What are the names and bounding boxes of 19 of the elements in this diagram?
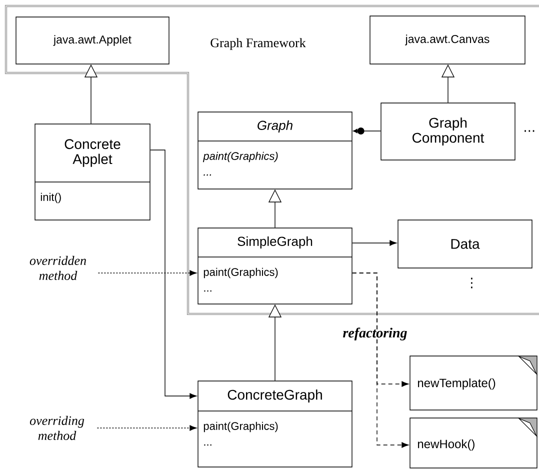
annotation-text: overriding method: [30, 416, 84, 440]
class-box: Data ⋮: [398, 220, 532, 288]
class-box: ConcreteGraph paint(Graphics) ...: [198, 380, 352, 468]
class-box: Graph Component ...: [380, 102, 534, 160]
dashed-arrow: [96, 425, 197, 431]
class-box: Graph paint(Graphics) ...: [198, 112, 352, 190]
dashed-arrow: [98, 270, 197, 276]
arrow: [150, 150, 197, 399]
node-label: ⋮: [471, 278, 472, 288]
method-box: newHook(): [410, 418, 538, 468]
annotation-label: refactoring: [343, 328, 407, 340]
class-box: java.awt.Applet: [16, 16, 170, 64]
method-box: newTemplate(): [410, 356, 538, 410]
aggregation-arrow: [353, 128, 381, 134]
class-box: SimpleGraph paint(Graphics) ...: [198, 228, 352, 304]
node-label: ...: [524, 130, 534, 132]
dashed-arrow: [352, 272, 409, 448]
class-box: java.awt.Canvas: [370, 16, 526, 64]
arrow: [352, 240, 397, 246]
